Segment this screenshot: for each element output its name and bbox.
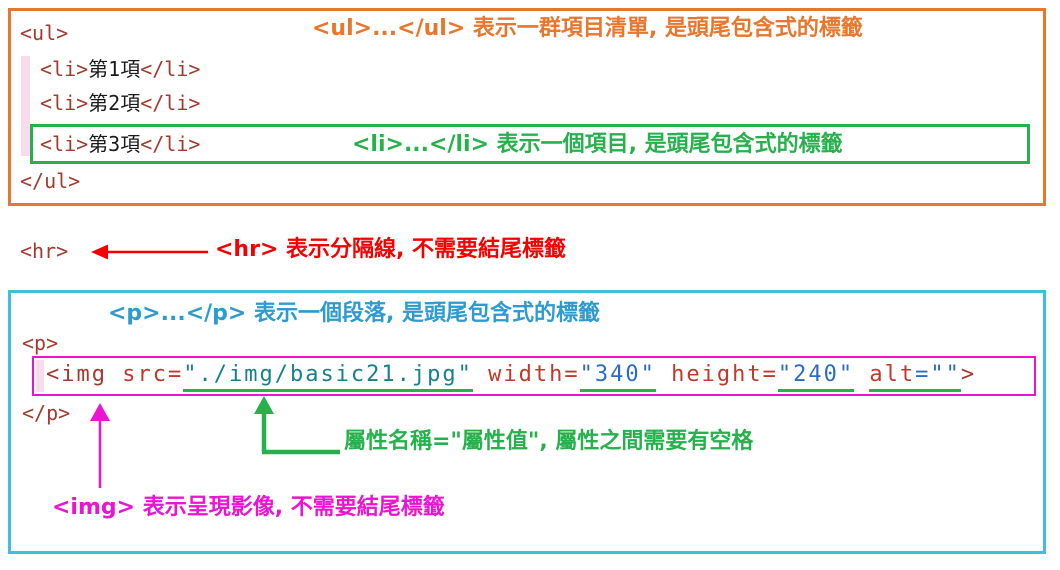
hr-left-arrow-icon bbox=[91, 244, 208, 260]
img-highlight-frame bbox=[32, 356, 1036, 396]
ul-code-frame bbox=[8, 8, 1046, 206]
indent-highlight-ul bbox=[21, 56, 30, 156]
p-open-tag-code: <p> bbox=[22, 331, 59, 355]
hr-annotation: <hr> 表示分隔線, 不需要結尾標籤 bbox=[215, 237, 567, 262]
img-code-line: <img src="./img/basic21.jpg" width="340"… bbox=[46, 361, 976, 392]
ul-annotation: <ul>...</ul> 表示一群項目清單, 是頭尾包含式的標籤 bbox=[312, 16, 863, 41]
img-up-arrow-icon bbox=[90, 403, 110, 488]
indent-highlight-img bbox=[36, 360, 44, 392]
attribute-up-arrow-icon bbox=[254, 396, 340, 455]
img-annotation: <img> 表示呈現影像, 不需要結尾標籤 bbox=[52, 495, 445, 520]
hr-tag-code: <hr> bbox=[20, 239, 69, 263]
p-code-frame bbox=[8, 290, 1046, 554]
p-close-tag-code: </p> bbox=[22, 401, 71, 425]
li-highlight-frame bbox=[30, 124, 1030, 164]
p-annotation: <p>...</p> 表示一個段落, 是頭尾包含式的標籤 bbox=[108, 301, 601, 326]
li-code-line-3: <li>第3項</li> bbox=[40, 132, 201, 156]
attribute-annotation: 屬性名稱="屬性值", 屬性之間需要有空格 bbox=[344, 429, 754, 454]
ul-open-tag-code: <ul> bbox=[20, 21, 69, 45]
ul-close-tag-code: </ul> bbox=[20, 169, 81, 193]
li-code-line-2: <li>第2項</li> bbox=[40, 91, 201, 115]
li-annotation: <li>...</li> 表示一個項目, 是頭尾包含式的標籤 bbox=[352, 132, 843, 157]
li-code-line-1: <li>第1項</li> bbox=[40, 57, 201, 81]
